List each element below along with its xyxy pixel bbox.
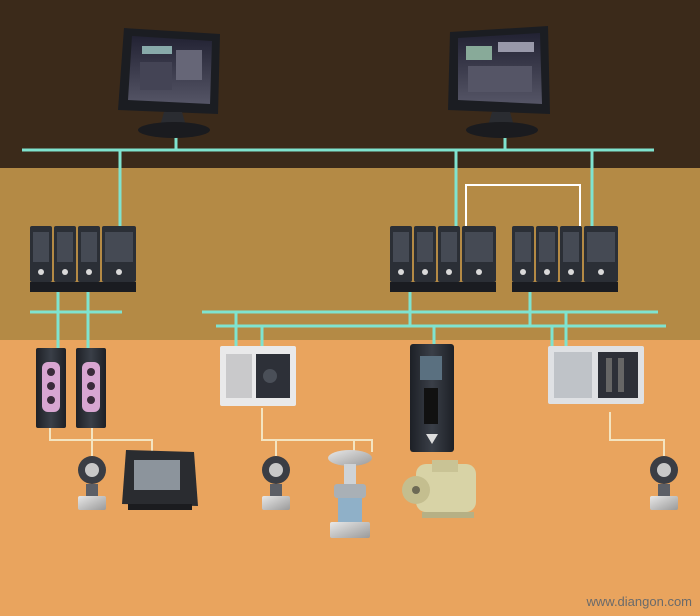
module-faceplate <box>465 232 493 262</box>
status-led <box>544 269 550 275</box>
terminal <box>87 382 95 390</box>
status-led <box>520 269 526 275</box>
motor-shaft <box>412 486 420 494</box>
status-led <box>476 269 482 275</box>
status-led <box>38 269 44 275</box>
module-faceplate <box>563 232 579 262</box>
field-wiring <box>49 408 665 456</box>
transmitter-display <box>269 463 283 477</box>
module-faceplate <box>441 232 457 262</box>
terminal <box>87 368 95 376</box>
controller-redundancy-link <box>465 184 581 226</box>
rack-baseplate <box>390 282 496 292</box>
valve-positioner <box>338 498 362 522</box>
workstation-1[interactable] <box>118 28 220 138</box>
supervisory-level-band <box>0 0 700 168</box>
module-faceplate <box>417 232 433 262</box>
operator-panel[interactable] <box>122 450 198 510</box>
electric-motor[interactable] <box>402 460 476 518</box>
io-dial <box>263 369 277 383</box>
io-module-1[interactable] <box>36 348 66 428</box>
pressure-transmitter-2[interactable] <box>262 456 290 510</box>
rack-baseplate <box>30 282 136 292</box>
drive-keypad <box>424 388 438 424</box>
valve-yoke <box>334 484 366 498</box>
module-faceplate <box>105 232 133 262</box>
watermark-text: www.diangon.com <box>586 594 693 609</box>
transmitter-neck <box>658 484 670 496</box>
screen-widget <box>468 66 532 92</box>
transmitter-flange <box>650 496 678 510</box>
module-faceplate <box>587 232 615 262</box>
transmitter-display <box>85 463 99 477</box>
status-led <box>422 269 428 275</box>
monitor-base <box>138 122 210 138</box>
terminal <box>47 368 55 376</box>
motor-housing <box>416 464 476 512</box>
pressure-transmitter-3[interactable] <box>650 456 678 510</box>
remote-io-block[interactable] <box>220 346 296 406</box>
controller-racks <box>30 226 618 292</box>
transmitter-display <box>657 463 671 477</box>
module-faceplate <box>539 232 555 262</box>
module-faceplate <box>33 232 49 262</box>
wire-rack-right <box>609 412 665 456</box>
wire-io-left <box>49 428 153 452</box>
valve-body <box>330 522 370 538</box>
rack-baseplate <box>512 282 618 292</box>
control-valve[interactable] <box>328 450 372 538</box>
screen-widget <box>466 46 492 60</box>
io-module-2[interactable] <box>76 348 106 428</box>
monitor-base <box>466 122 538 138</box>
motor-feet <box>422 512 474 518</box>
terminal <box>87 396 95 404</box>
module-faceplate <box>57 232 73 262</box>
controller-rack-2[interactable] <box>390 226 496 292</box>
drive-display <box>420 356 442 380</box>
workstation-2[interactable] <box>448 26 550 138</box>
screen-widget <box>140 62 172 90</box>
screen-widget <box>176 50 202 80</box>
transmitter-flange <box>78 496 106 510</box>
panel-base <box>128 504 192 510</box>
module-faceplate <box>515 232 531 262</box>
transmitter-neck <box>86 484 98 496</box>
status-led <box>62 269 68 275</box>
redundancy-cable <box>465 184 581 226</box>
status-led <box>446 269 452 275</box>
panel-screen <box>134 460 180 490</box>
io-rack[interactable] <box>548 346 644 404</box>
transmitter-flange <box>262 496 290 510</box>
supervisory-network <box>22 136 654 226</box>
terminal <box>47 396 55 404</box>
status-led <box>568 269 574 275</box>
valve-stem <box>344 464 356 484</box>
rack-terminal-strip <box>618 358 624 392</box>
wire-io-mid <box>261 408 373 452</box>
terminal <box>47 382 55 390</box>
module-faceplate <box>393 232 409 262</box>
variable-frequency-drive[interactable] <box>410 344 454 452</box>
screen-widget <box>498 42 534 52</box>
status-led <box>86 269 92 275</box>
transmitter-neck <box>270 484 282 496</box>
drive-warning-icon <box>426 434 438 444</box>
module-faceplate <box>81 232 97 262</box>
controller-rack-1[interactable] <box>30 226 136 292</box>
rack-terminal-strip <box>606 358 612 392</box>
io-slot <box>226 354 252 398</box>
status-led <box>116 269 122 275</box>
screen-widget <box>142 46 172 54</box>
rack-module <box>554 352 592 398</box>
controller-rack-3[interactable] <box>512 226 618 292</box>
valve-actuator-top <box>328 450 372 466</box>
motor-terminal-box <box>432 460 458 472</box>
pressure-transmitter-1[interactable] <box>78 456 106 510</box>
status-led <box>398 269 404 275</box>
status-led <box>598 269 604 275</box>
